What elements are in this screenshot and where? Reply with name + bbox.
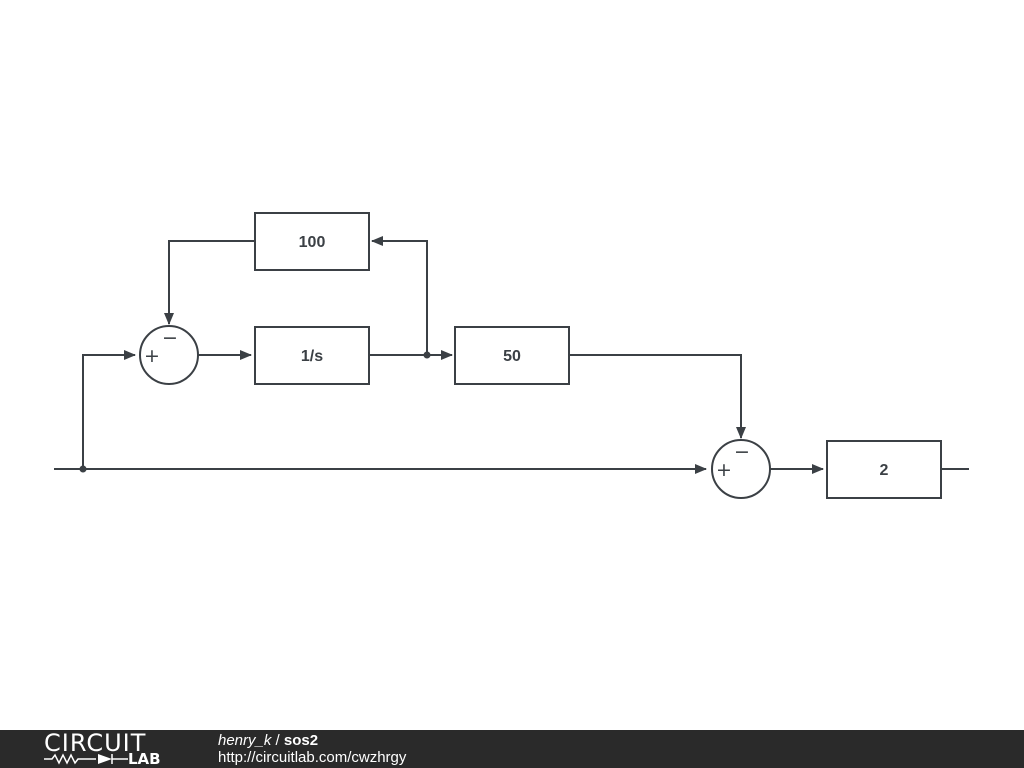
schematic-info: henry_k / sos2 http://circuitlab.com/cwz… bbox=[218, 732, 406, 766]
author-link[interactable]: henry_k bbox=[218, 732, 272, 749]
forward-gain-label: 50 bbox=[503, 348, 521, 365]
block-diagram: 100 1/s 50 2 + − + − bbox=[54, 212, 969, 499]
sum1-plus-sign: + bbox=[144, 345, 160, 367]
sum1-minus-sign: − bbox=[162, 327, 178, 349]
schematic-url[interactable]: http://circuitlab.com/cwzhrgy bbox=[218, 749, 407, 766]
logo-top-text: CIRCUIT bbox=[44, 729, 147, 757]
sum2-plus-sign: + bbox=[716, 459, 732, 481]
output-gain-label: 2 bbox=[880, 462, 889, 479]
schematic-title[interactable]: sos2 bbox=[283, 732, 319, 749]
block-forward-gain[interactable] bbox=[454, 326, 570, 385]
input-branch-wire bbox=[82, 350, 136, 469]
feedback-branch-wire bbox=[371, 236, 428, 355]
circuitlab-logo[interactable]: CIRCUIT LAB bbox=[42, 730, 182, 768]
sum2-minus-sign: − bbox=[734, 441, 750, 463]
integrator-label: 1/s bbox=[301, 348, 323, 365]
block-feedback-gain[interactable] bbox=[254, 212, 370, 271]
block-output-gain[interactable] bbox=[826, 440, 942, 499]
logo-bottom-text: LAB bbox=[128, 750, 161, 768]
summing-junction-2[interactable] bbox=[711, 439, 771, 499]
junction-dot-input bbox=[79, 465, 87, 473]
block-integrator[interactable] bbox=[254, 326, 370, 385]
footer-bar: CIRCUIT LAB henry_k / sos2 http://circui… bbox=[0, 730, 1024, 768]
junction-dot-feedback bbox=[423, 351, 431, 359]
path-separator: / bbox=[271, 732, 284, 749]
feedback-gain-label: 100 bbox=[299, 234, 326, 251]
feedback-return-wire bbox=[164, 240, 255, 325]
gain50-to-sum2-wire bbox=[569, 354, 746, 439]
resistor-diode-icon bbox=[44, 753, 128, 765]
summing-junction-1[interactable] bbox=[139, 325, 199, 385]
